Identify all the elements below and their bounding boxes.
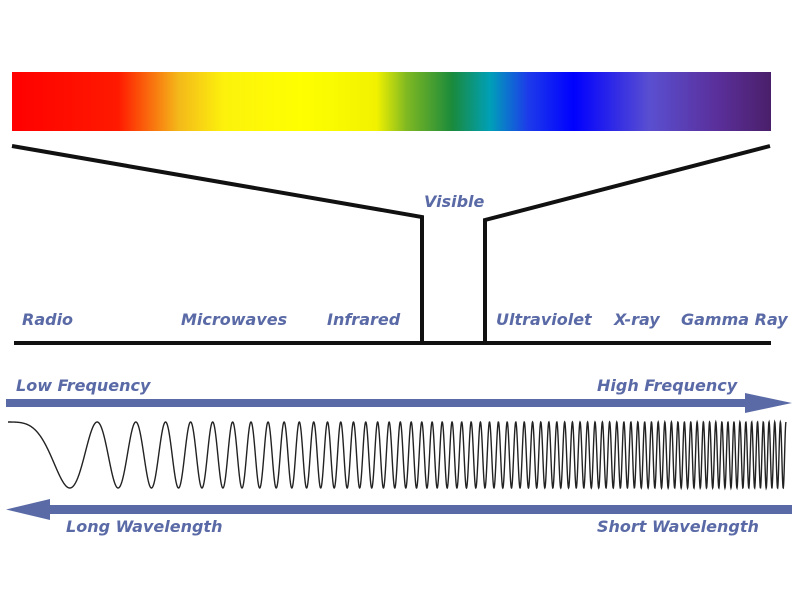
frequency-arrow	[6, 393, 792, 413]
visible-spectrum-bar	[12, 72, 771, 131]
high-frequency-label: High Frequency	[597, 376, 738, 395]
microwaves-label: Microwaves	[181, 310, 287, 329]
short-wavelength-label: Short Wavelength	[597, 517, 759, 536]
frequency-arrow-shaft	[6, 399, 754, 407]
wavelength-arrow-shaft	[40, 505, 792, 514]
funnel-left-line	[11, 144, 424, 342]
low-frequency-label: Low Frequency	[16, 376, 151, 395]
infrared-label: Infrared	[327, 310, 401, 329]
gamma-ray-label: Gamma Ray	[681, 310, 788, 329]
chirped-wave	[8, 419, 787, 491]
radio-label: Radio	[22, 310, 73, 329]
xray-label: X-ray	[613, 310, 660, 329]
frequency-arrow-head	[745, 393, 792, 413]
ultraviolet-label: Ultraviolet	[496, 310, 593, 329]
visible-label: Visible	[424, 192, 485, 211]
wavelength-arrow-head	[6, 499, 50, 520]
wavelength-arrow	[6, 499, 792, 520]
funnel-right-line	[483, 144, 771, 342]
long-wavelength-label: Long Wavelength	[66, 517, 222, 536]
